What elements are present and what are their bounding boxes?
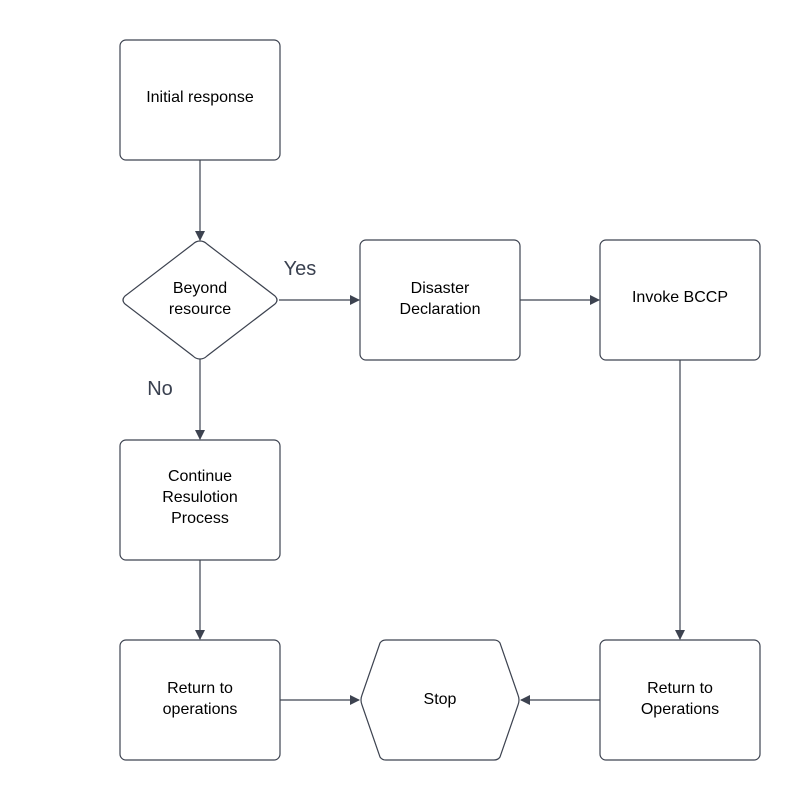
node-return-operations-right-label-line1: Return to xyxy=(647,680,713,697)
node-stop-label: Stop xyxy=(424,691,457,708)
node-return-operations-left-label-line1: Return to xyxy=(167,680,233,697)
node-disaster-declaration-label-line1: Disaster xyxy=(411,280,470,297)
node-beyond-resource-shape xyxy=(122,240,278,360)
node-continue-resolution: Continue Resulotion Process xyxy=(119,439,281,561)
node-stop-shape xyxy=(360,639,520,761)
node-continue-resolution-label-line2: Resulotion xyxy=(162,489,238,506)
edge-label-no: No xyxy=(147,378,173,400)
node-disaster-declaration: Disaster Declaration xyxy=(359,239,521,361)
node-continue-resolution-label-line1: Continue xyxy=(168,468,232,485)
node-invoke-bccp-label: Invoke BCCP xyxy=(632,289,728,306)
node-invoke-bccp: Invoke BCCP xyxy=(599,239,761,361)
node-return-operations-left-shape xyxy=(119,639,281,761)
node-continue-resolution-shape xyxy=(119,439,281,561)
node-return-operations-left: Return to operations xyxy=(119,639,281,761)
edge-label-yes: Yes xyxy=(284,258,317,280)
node-disaster-declaration-label-line2: Declaration xyxy=(400,301,481,318)
node-return-operations-left-label-line2: operations xyxy=(163,701,238,718)
node-initial-response-shape xyxy=(119,39,281,161)
node-stop: Stop xyxy=(360,639,520,761)
node-beyond-resource: Beyond resource xyxy=(122,240,278,360)
node-beyond-resource-label-line1: Beyond xyxy=(173,280,227,297)
edges xyxy=(195,160,685,705)
node-return-operations-right-shape xyxy=(599,639,761,761)
node-invoke-bccp-shape xyxy=(599,239,761,361)
node-initial-response: Initial response xyxy=(119,39,281,161)
node-return-operations-right-label-line2: Operations xyxy=(641,701,719,718)
node-return-operations-right: Return to Operations xyxy=(599,639,761,761)
node-beyond-resource-label-line2: resource xyxy=(169,301,231,318)
node-continue-resolution-label-line3: Process xyxy=(171,510,229,527)
node-initial-response-label: Initial response xyxy=(146,89,254,106)
node-disaster-declaration-shape xyxy=(359,239,521,361)
